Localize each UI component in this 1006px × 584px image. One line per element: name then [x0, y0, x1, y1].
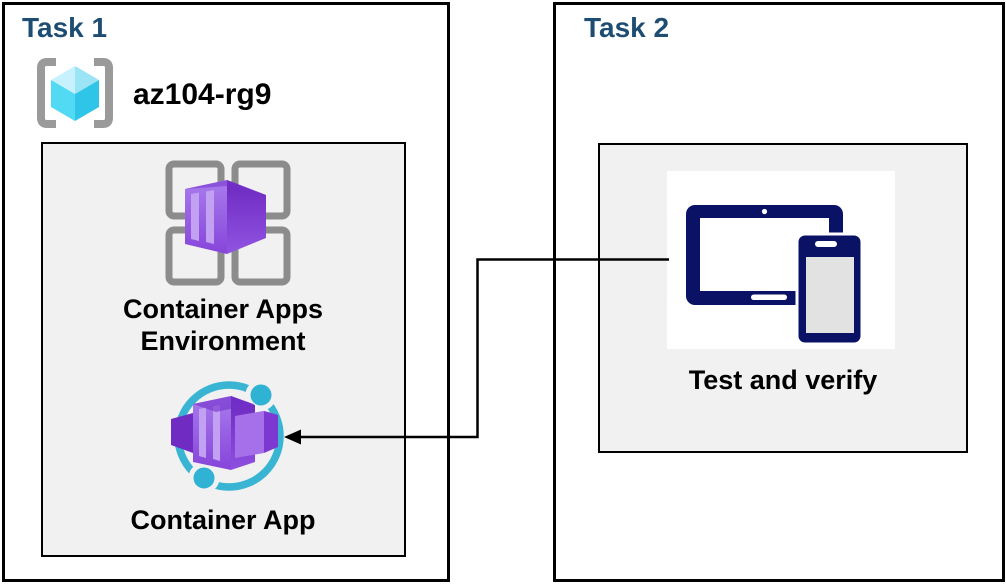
- test-and-verify-label: Test and verify: [688, 365, 878, 395]
- task1-title: Task 1: [22, 12, 108, 43]
- container-app-label: Container App: [130, 505, 316, 535]
- container-app-icon: [171, 379, 284, 494]
- task2-title: Task 2: [584, 12, 670, 43]
- resource-group-icon: [37, 58, 113, 128]
- resource-group-name: az104-rg9: [133, 78, 272, 111]
- devices-icon: [686, 205, 864, 346]
- container-apps-environment-label: Container Apps Environment: [122, 294, 323, 357]
- container-apps-environment-icon: [165, 160, 291, 286]
